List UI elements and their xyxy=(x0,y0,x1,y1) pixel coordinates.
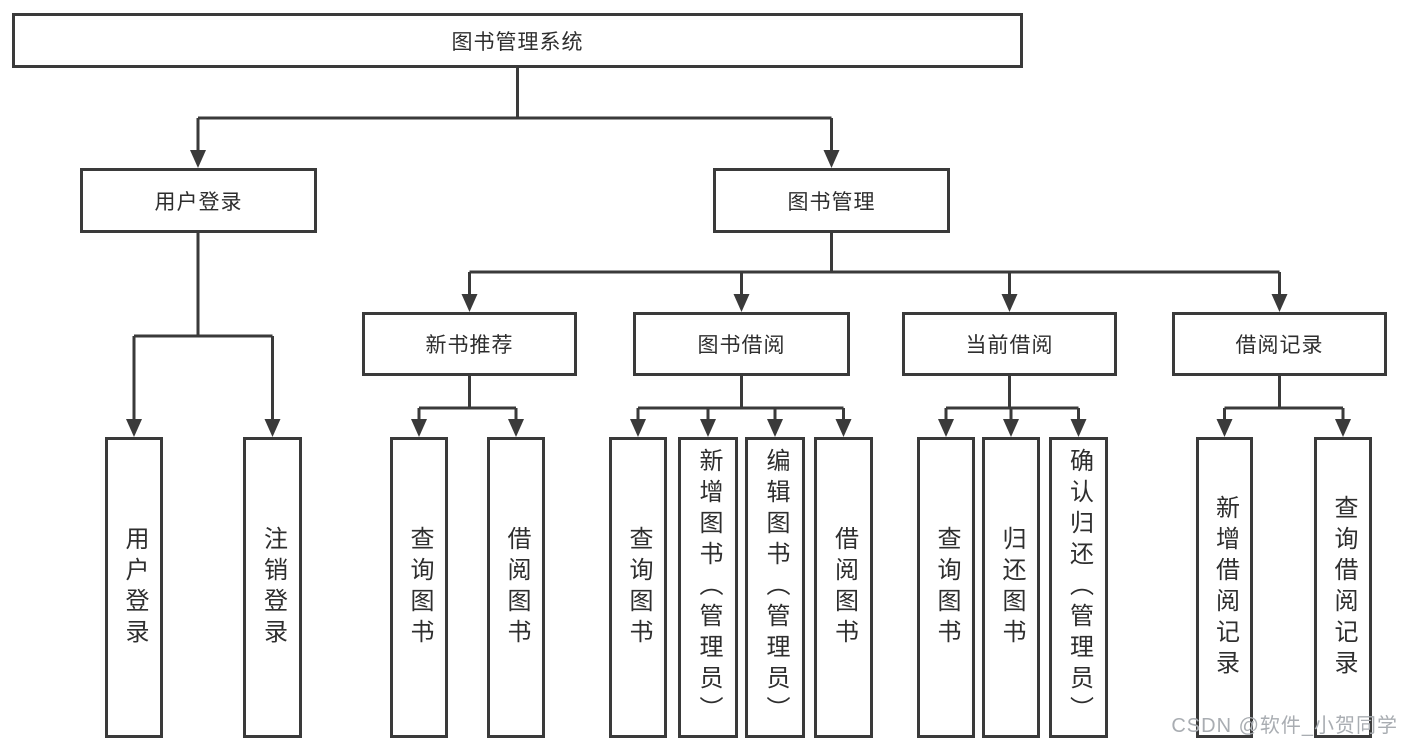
connector-root xyxy=(196,68,833,152)
leaf-current-return-books: 归还图书 xyxy=(982,437,1040,738)
leaf-records-query-borrow-record-label: 查询借阅记录 xyxy=(1330,494,1357,681)
leaf-borrowing-add-books-admin-label: 新增图书（管理员） xyxy=(695,448,722,727)
node-current-borrowing-label: 当前借阅 xyxy=(965,334,1054,357)
leaf-logout: 注销登录 xyxy=(243,437,302,738)
connector-new-books xyxy=(417,376,518,421)
connector-book-borrow xyxy=(636,376,845,421)
leaf-borrowing-edit-books-admin-label: 编辑图书（管理员） xyxy=(762,448,789,727)
connector-borrow-records xyxy=(1223,376,1345,421)
leaf-borrowing-add-books-admin: 新增图书（管理员） xyxy=(678,437,738,738)
leaf-user-login: 用户登录 xyxy=(105,437,163,738)
leaf-records-add-borrow-record-label: 新增借阅记录 xyxy=(1211,494,1239,681)
node-book-borrowing: 图书借阅 xyxy=(633,312,850,376)
node-new-book-recommendation-label: 新书推荐 xyxy=(425,334,514,357)
leaf-records-add-borrow-record: 新增借阅记录 xyxy=(1196,437,1253,738)
leaf-current-return-books-label: 归还图书 xyxy=(998,525,1025,650)
node-book-management: 图书管理 xyxy=(713,168,950,233)
node-book-management-label: 图书管理 xyxy=(787,190,876,214)
leaf-current-confirm-return-admin: 确认归还（管理员） xyxy=(1049,437,1108,738)
node-user-login: 用户登录 xyxy=(80,168,317,233)
leaf-newbooks-borrow-books-label: 借阅图书 xyxy=(503,525,530,650)
leaf-logout-label: 注销登录 xyxy=(259,525,287,650)
connector-book-mgmt xyxy=(468,233,1281,296)
node-library-management-system-label: 图书管理系统 xyxy=(451,30,584,54)
leaf-current-query-books: 查询图书 xyxy=(917,437,975,738)
node-borrowing-records-label: 借阅记录 xyxy=(1235,334,1324,357)
leaf-borrowing-borrow-books: 借阅图书 xyxy=(814,437,873,738)
node-library-management-system: 图书管理系统 xyxy=(12,13,1023,68)
leaf-borrowing-query-books: 查询图书 xyxy=(609,437,667,738)
node-new-book-recommendation: 新书推荐 xyxy=(362,312,577,376)
leaf-borrowing-edit-books-admin: 编辑图书（管理员） xyxy=(745,437,805,738)
connector-user-login xyxy=(132,233,274,421)
leaf-user-login-label: 用户登录 xyxy=(121,525,148,650)
connector-current-borrow xyxy=(944,376,1080,421)
node-current-borrowing: 当前借阅 xyxy=(902,312,1117,376)
node-borrowing-records: 借阅记录 xyxy=(1172,312,1387,376)
leaf-records-query-borrow-record: 查询借阅记录 xyxy=(1314,437,1372,738)
leaf-newbooks-query-books: 查询图书 xyxy=(390,437,448,738)
node-user-login-label: 用户登录 xyxy=(154,190,243,214)
leaf-newbooks-borrow-books: 借阅图书 xyxy=(487,437,545,738)
leaf-current-confirm-return-admin-label: 确认归还（管理员） xyxy=(1065,448,1093,727)
watermark-csdn: CSDN @软件_小贺同学 xyxy=(1171,715,1398,737)
leaf-current-query-books-label: 查询图书 xyxy=(933,525,960,650)
leaf-newbooks-query-books-label: 查询图书 xyxy=(406,525,433,650)
node-book-borrowing-label: 图书借阅 xyxy=(697,334,786,357)
leaf-borrowing-borrow-books-label: 借阅图书 xyxy=(830,525,858,650)
leaf-borrowing-query-books-label: 查询图书 xyxy=(625,525,652,650)
